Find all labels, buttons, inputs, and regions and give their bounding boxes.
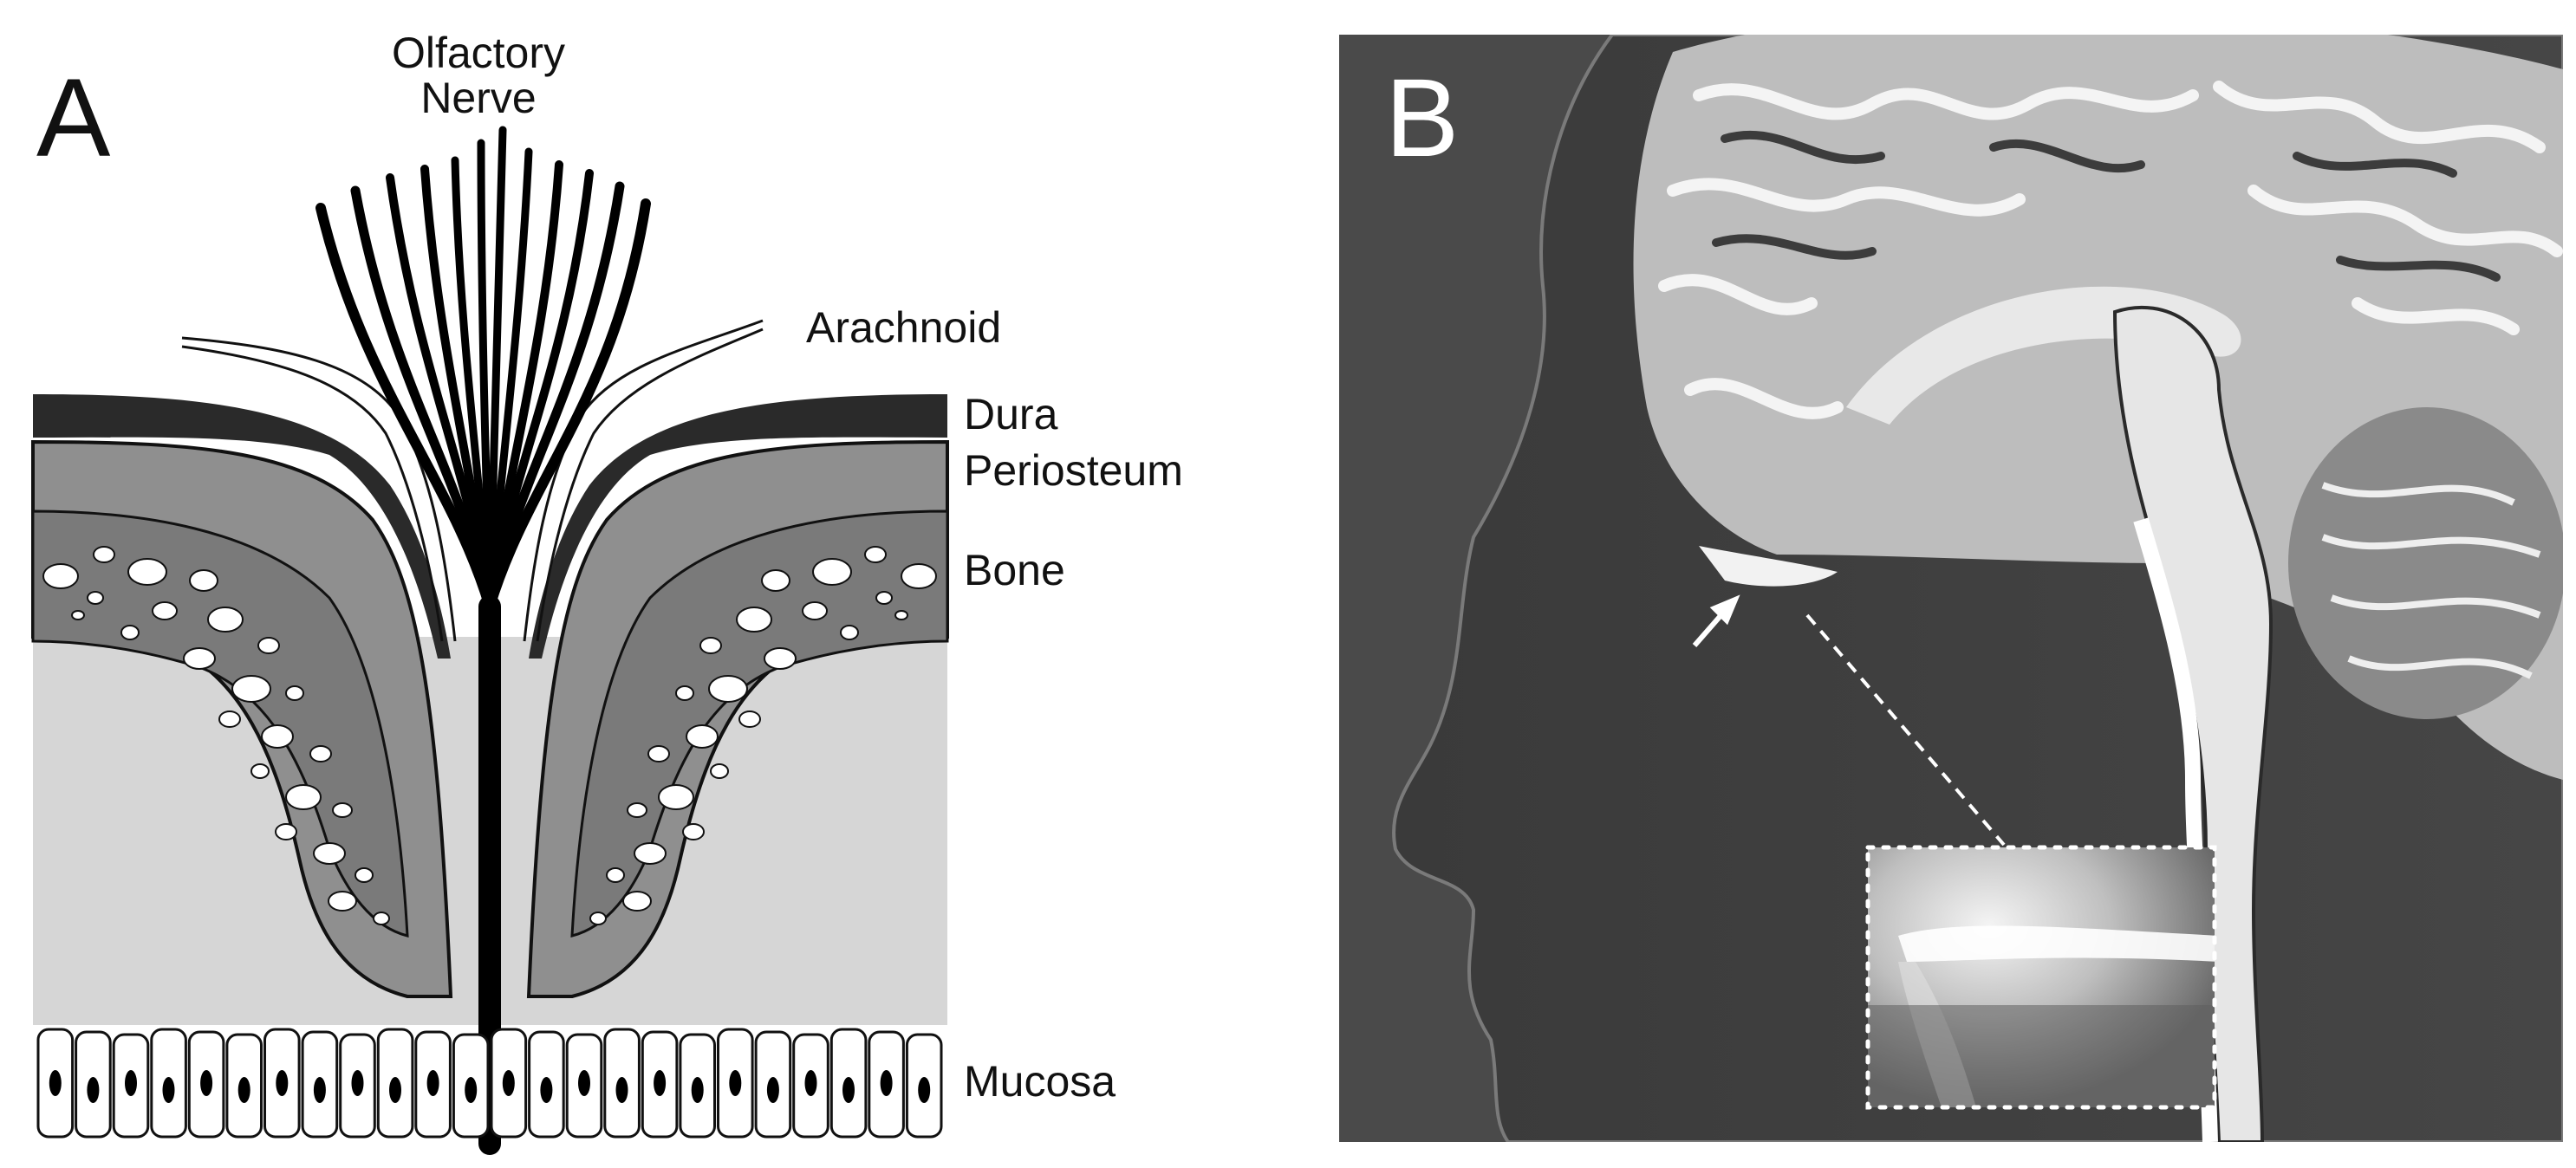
panel-b: B — [1339, 35, 2563, 1142]
dura-right — [529, 394, 947, 659]
periosteum-label: Periosteum — [964, 446, 1183, 495]
mucosa-cell-nucleus — [654, 1070, 667, 1096]
mucosa-cell-nucleus — [880, 1070, 893, 1096]
mucosa-cell-nucleus — [842, 1077, 855, 1103]
panel-b-letter: B — [1385, 56, 1459, 180]
mucosa-cell-nucleus — [49, 1070, 62, 1096]
mucosa-cell-nucleus — [389, 1077, 401, 1103]
mucosa-cell-nucleus — [502, 1070, 515, 1096]
zoom-leader-line — [1805, 613, 2006, 847]
mucosa-cell-nucleus — [918, 1077, 931, 1103]
mucosa-cell-nucleus — [804, 1070, 817, 1096]
panel-a: A Olfactory Nerve Arachnoid Dura Periost… — [31, 29, 1183, 1155]
mucosa-cell-nucleus — [578, 1070, 590, 1096]
arrow-icon — [1692, 594, 1740, 647]
mucosa-cells — [36, 1028, 943, 1139]
mucosa-cell-nucleus — [237, 1077, 250, 1103]
mucosa-cell-nucleus — [766, 1077, 779, 1103]
mucosa-cell-nucleus — [351, 1070, 364, 1096]
olfactory-nerve — [315, 126, 651, 1155]
mucosa-cell-nucleus — [313, 1077, 326, 1103]
mucosa-cell-nucleus — [200, 1070, 213, 1096]
mucosa-cell-nucleus — [615, 1077, 628, 1103]
mucosa-cell-nucleus — [87, 1077, 100, 1103]
cribriform-region — [1699, 546, 1838, 587]
mucosa-cell-nucleus — [540, 1077, 553, 1103]
mucosa-cell-nucleus — [125, 1070, 137, 1096]
zoom-inset — [1865, 845, 2217, 1110]
dura-label: Dura — [964, 390, 1058, 438]
bone-label: Bone — [964, 546, 1065, 594]
arachnoid-label: Arachnoid — [806, 303, 1001, 352]
mucosa-cell-nucleus — [729, 1070, 742, 1096]
mucosa-cell-nucleus — [426, 1070, 439, 1096]
mucosa-cell-nucleus — [276, 1070, 289, 1096]
panel-a-letter: A — [36, 56, 111, 180]
brain-sulci — [1712, 130, 2501, 282]
mucosa-cell-nucleus — [465, 1077, 478, 1103]
olfactory-nerve-label: Olfactory — [392, 29, 565, 77]
bone-trabeculae-right — [589, 546, 937, 925]
bone-trabeculae-left — [42, 546, 390, 925]
cerebellum — [2288, 407, 2563, 719]
brain-gyri — [1658, 81, 2563, 419]
dura-left — [33, 394, 451, 659]
olfactory-nerve-label-line2: Nerve — [420, 74, 536, 122]
mucosa-label: Mucosa — [964, 1057, 1116, 1106]
mucosa-cell-nucleus — [691, 1077, 704, 1103]
mucosa-cell-nucleus — [162, 1077, 175, 1103]
